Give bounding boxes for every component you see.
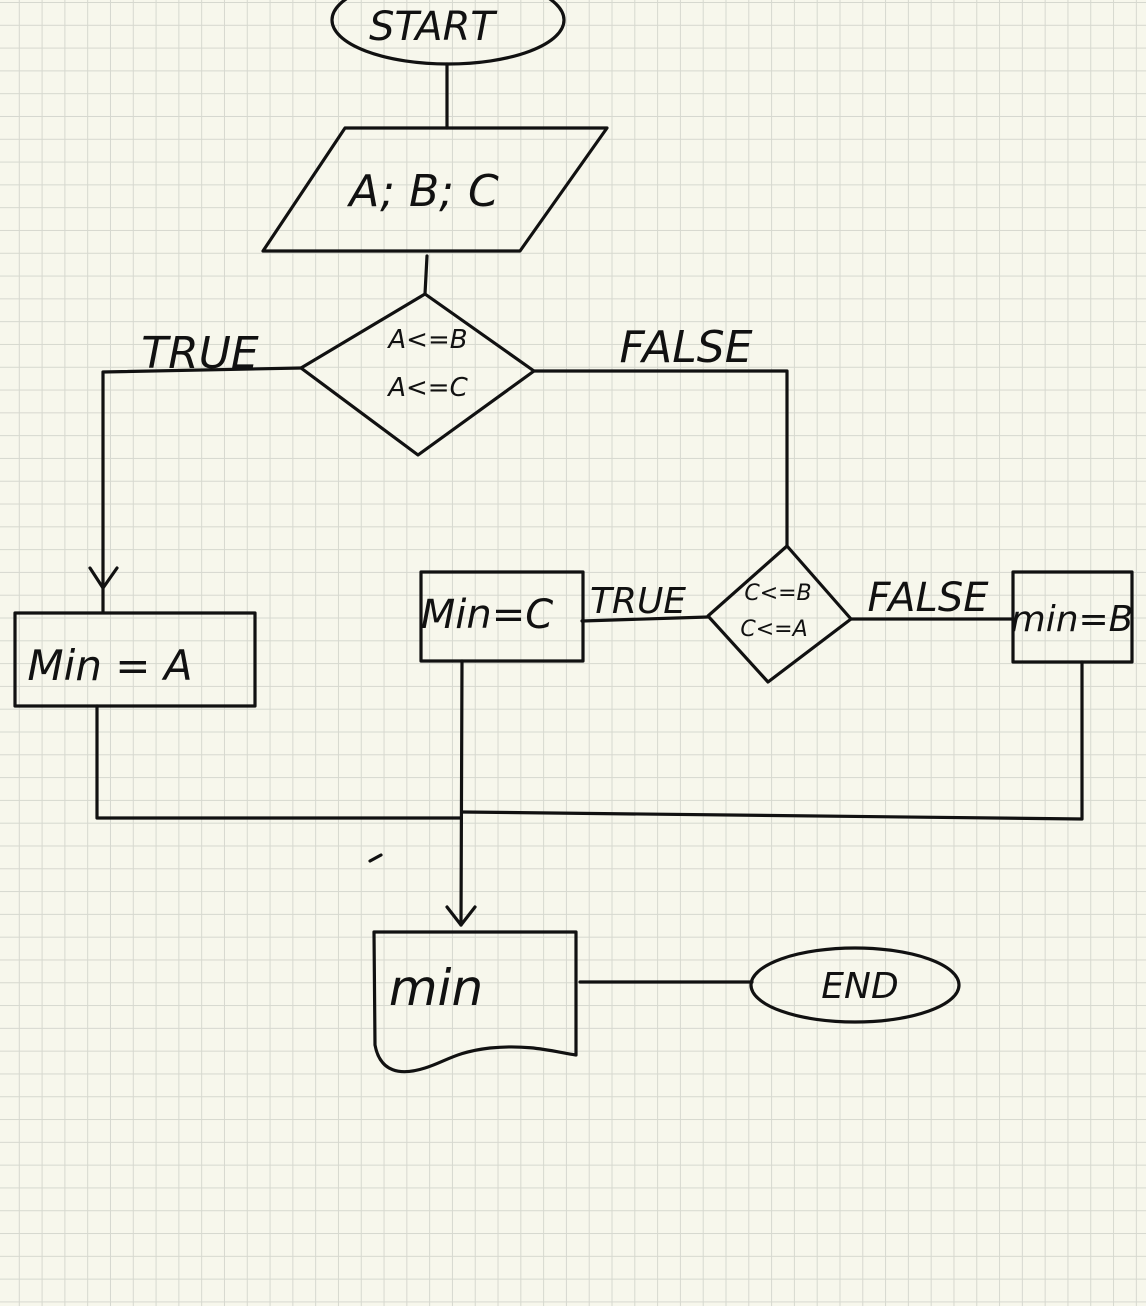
input-parallelogram xyxy=(261,126,609,253)
d2-true-label: TRUE xyxy=(590,581,686,622)
d1-true-label: TRUE xyxy=(141,328,259,379)
end-node: END xyxy=(749,946,961,1024)
decision2-node: C<=B C<=A xyxy=(706,544,853,684)
connector-min-a-merge xyxy=(95,704,462,820)
d1-false-label: FALSE xyxy=(619,322,752,373)
connector-d2-true xyxy=(580,615,710,623)
min-b-label: min=B xyxy=(1011,599,1134,640)
d2-false-label: FALSE xyxy=(868,575,990,621)
min-a-box xyxy=(13,611,257,708)
decision2-condition-2: C<=A xyxy=(740,617,807,642)
decision1-diamond xyxy=(299,292,536,457)
input-label: A; B; C xyxy=(346,166,499,217)
arrowhead-d1-true xyxy=(88,566,119,590)
decision1-condition-1: A<=B xyxy=(386,325,467,355)
decision2-condition-1: C<=B xyxy=(744,581,811,606)
start-node: START xyxy=(330,0,566,66)
min-b-node: min=B xyxy=(1011,570,1134,664)
connector-min-c-output xyxy=(459,659,464,927)
min-c-box xyxy=(419,570,585,663)
output-label: min xyxy=(389,959,483,1017)
output-node: min xyxy=(372,930,578,1074)
connector-input-decision1 xyxy=(423,254,429,296)
min-c-label: Min=C xyxy=(421,592,553,638)
connector-d1-true xyxy=(101,366,303,614)
min-a-node: Min = A xyxy=(13,611,257,708)
decision1-condition-2: A<=C xyxy=(386,373,468,403)
decision2-diamond xyxy=(706,544,853,684)
input-node: A; B; C xyxy=(261,126,609,253)
arrowhead-output xyxy=(445,905,477,927)
stray-mark xyxy=(368,853,383,863)
output-document-shape xyxy=(372,930,578,1074)
min-a-label: Min = A xyxy=(27,641,192,690)
end-ellipse xyxy=(749,946,961,1024)
decision1-node: A<=B A<=C xyxy=(299,292,536,457)
end-label: END xyxy=(821,966,898,1007)
connector-min-b-merge xyxy=(460,660,1084,821)
start-label: START xyxy=(369,4,498,50)
min-b-box xyxy=(1011,570,1134,664)
connector-d1-false xyxy=(532,369,789,548)
min-c-node: Min=C xyxy=(419,570,585,663)
